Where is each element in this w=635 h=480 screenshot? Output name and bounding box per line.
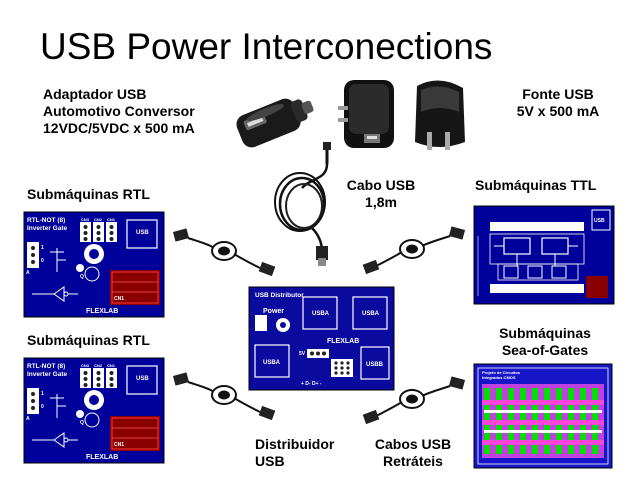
cn-label: CN1	[114, 296, 124, 302]
io-label: 1	[41, 391, 44, 397]
cn-label: CN1	[107, 217, 116, 222]
flexlab-brand: FLEXLAB	[327, 338, 359, 345]
cn-label: CN2	[94, 363, 103, 368]
adapter-label-line: Adaptador USB	[43, 86, 147, 102]
distributor-title: USB Distributor	[255, 292, 304, 299]
cabos-retrateis-label: Cabos USB Retráteis	[368, 436, 458, 470]
sea-header-text: Integrados CMOS	[482, 375, 516, 380]
wall-usb-power-adapter	[338, 80, 394, 148]
sea-of-gates-label: Submáquinas Sea-of-Gates	[480, 325, 610, 359]
retractable-usb-cable	[172, 228, 276, 277]
power-label: Power	[263, 308, 284, 315]
wall-usb-power-adapter	[415, 80, 465, 150]
v5-label: 5V	[299, 351, 306, 357]
distribuidor-label: Distribuidor USB	[255, 436, 334, 470]
rtl-board-title: RTL-NOT (8)	[27, 363, 65, 370]
cn-label: CN3	[81, 363, 90, 368]
io-label: 0	[41, 404, 44, 410]
cn-label: CN2	[94, 217, 103, 222]
cabo-usb-label-line: Cabo USB	[346, 177, 416, 193]
rtl-board-bottom: RTL-NOT (8) Inverter Gate CN3 CN2 CN1 US…	[23, 357, 165, 464]
sea-of-gates-board: Projeto de Circuitos Integrados CMOS	[473, 363, 613, 469]
retractable-usb-cable	[362, 226, 466, 275]
usb-b-port-label: USBB	[366, 362, 384, 368]
cabos-retrateis-label-line: Cabos USB	[374, 436, 452, 452]
adapter-label-line: Automotivo Conversor	[43, 103, 195, 119]
car-usb-adapter	[236, 98, 314, 148]
usb-a-port-label: USBA	[362, 311, 380, 317]
pin-label: Q	[80, 420, 84, 426]
flexlab-brand: FLEXLAB	[86, 454, 118, 461]
cn-label: CN1	[114, 442, 124, 448]
usb-port-label: USB	[136, 376, 149, 382]
rtl-board-subtitle: Inverter Gate	[27, 225, 67, 232]
io-label: 1	[41, 245, 44, 251]
rtl-board-subtitle: Inverter Gate	[27, 371, 67, 378]
rtl-top-label: Submáquinas RTL	[27, 186, 150, 202]
adapter-label-line: 12VDC/5VDC x 500 mA	[43, 120, 195, 136]
usb-port-label: USB	[594, 218, 605, 224]
pin-label: Q	[80, 274, 84, 280]
usb-distributor-board: USB Distributor Power USBA USBA FLEXLAB …	[248, 286, 395, 391]
pin-label: A	[26, 416, 30, 422]
cabo-usb-label-line: 1,8m	[365, 194, 397, 210]
rtl-board-top: RTL-NOT (8) Inverter Gate CN3 CN2 CN1 US…	[23, 211, 165, 318]
adapter-label: Adaptador USB Automotivo Conversor 12VDC…	[43, 86, 195, 137]
cn-label: CN3	[81, 217, 90, 222]
distribuidor-label-line: Distribuidor	[255, 436, 335, 452]
sea-of-gates-label-line: Submáquinas	[499, 325, 591, 341]
pin-label: A	[26, 270, 30, 276]
usb-port-label: USB	[136, 230, 149, 236]
rtl-bottom-label: Submáquinas RTL	[27, 332, 150, 348]
cabos-retrateis-label-line: Retráteis	[383, 453, 443, 469]
usb-a-port-label: USBA	[312, 311, 330, 317]
cabo-usb-label: Cabo USB 1,8m	[336, 177, 426, 211]
cn-label: CN1	[107, 363, 116, 368]
usb-cable-coiled	[274, 142, 331, 266]
retractable-usb-cable	[172, 372, 276, 421]
retractable-usb-cable	[362, 376, 466, 425]
rtl-board-title: RTL-NOT (8)	[27, 217, 65, 224]
flexlab-brand: FLEXLAB	[86, 308, 118, 315]
io-label: 0	[41, 258, 44, 264]
fonte-usb-label-line: 5V x 500 mA	[516, 103, 600, 119]
sea-header-text: Projeto de Circuitos	[482, 370, 521, 375]
ttl-label: Submáquinas TTL	[475, 177, 597, 193]
fonte-usb-label-line: Fonte USB	[522, 86, 594, 102]
fonte-usb-label: Fonte USB 5V x 500 mA	[508, 86, 608, 120]
page-title: USB Power Interconections	[40, 26, 493, 67]
usb-a-port-label: USBA	[263, 360, 281, 366]
usb-pins-label: + D- D+ -	[301, 381, 322, 387]
ttl-board: USB	[473, 205, 615, 305]
distribuidor-label-line: USB	[255, 453, 285, 469]
sea-of-gates-label-line: Sea-of-Gates	[501, 342, 589, 358]
